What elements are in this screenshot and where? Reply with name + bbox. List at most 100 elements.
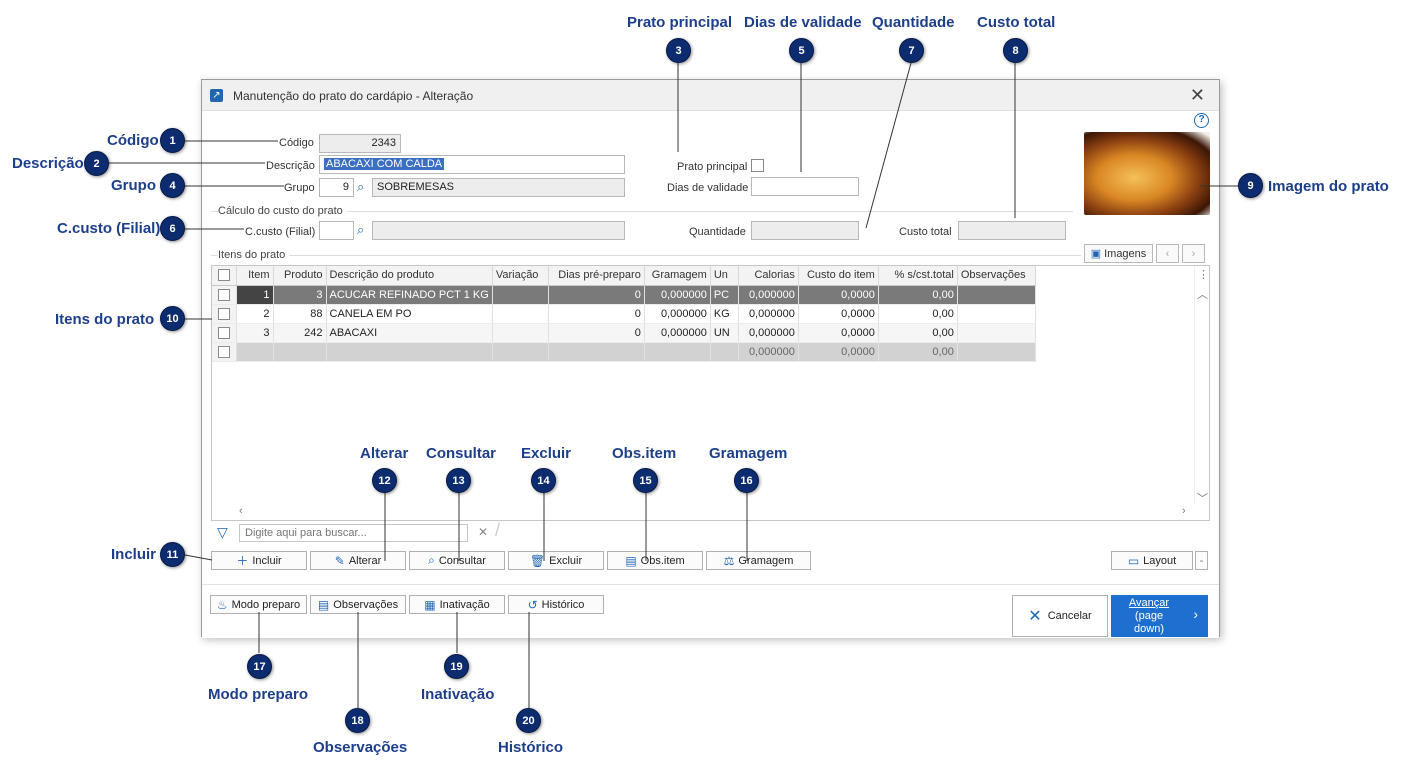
col-header-variacao[interactable]: Variação bbox=[492, 266, 549, 286]
callout-label-2: Descrição bbox=[12, 155, 84, 172]
grupo-label: Grupo bbox=[284, 182, 315, 194]
col-header-custo-item[interactable]: Custo do item bbox=[798, 266, 879, 286]
scroll-up-icon[interactable]: ︿ bbox=[1197, 289, 1208, 301]
total-item bbox=[236, 342, 274, 362]
clear-search-icon[interactable]: ✕ bbox=[478, 525, 489, 539]
history-icon: ↺ bbox=[527, 597, 538, 612]
inativacao-button[interactable]: ▦Inativação bbox=[409, 595, 505, 614]
ccusto-field[interactable] bbox=[319, 221, 354, 240]
ccusto-search-icon[interactable]: ⌕ bbox=[357, 222, 365, 237]
prev-image-button[interactable]: ‹ bbox=[1156, 244, 1179, 263]
custo-total-field bbox=[958, 221, 1066, 240]
row-checkbox[interactable] bbox=[217, 288, 230, 301]
callout-label-5: Dias de validade bbox=[744, 14, 862, 31]
calculo-divider bbox=[211, 211, 1073, 212]
row-checkbox[interactable] bbox=[217, 307, 230, 320]
total-gramagem bbox=[644, 342, 711, 362]
table-row[interactable]: 3 242 ABACAXI 0 0,000000 UN 0,000000 0,0… bbox=[212, 323, 1036, 343]
horizontal-scrollbar[interactable]: ‹ › bbox=[212, 505, 1209, 520]
total-dias bbox=[548, 342, 645, 362]
descricao-field[interactable]: ABACAXI COM CALDA bbox=[319, 155, 625, 174]
col-header-item[interactable]: Item bbox=[236, 266, 274, 286]
incluir-button[interactable]: ＋Incluir bbox=[211, 551, 307, 570]
historico-button[interactable]: ↺Histórico bbox=[508, 595, 604, 614]
scroll-left-icon[interactable]: ‹ bbox=[239, 505, 243, 517]
grupo-search-icon[interactable]: ⌕ bbox=[357, 179, 365, 194]
col-header-observacoes[interactable]: Observações bbox=[957, 266, 1036, 286]
scroll-right-icon[interactable]: › bbox=[1182, 505, 1186, 517]
row-select-cell[interactable] bbox=[212, 304, 237, 324]
excluir-button[interactable]: 🗑Excluir bbox=[508, 551, 604, 570]
col-header-produto[interactable]: Produto bbox=[273, 266, 327, 286]
callout-label-15: Obs.item bbox=[612, 445, 677, 462]
descricao-value: ABACAXI COM CALDA bbox=[324, 158, 445, 170]
callout-label-9: Imagem do prato bbox=[1268, 178, 1389, 195]
col-header-gramagem[interactable]: Gramagem bbox=[644, 266, 711, 286]
col-header-un[interactable]: Un bbox=[710, 266, 739, 286]
help-icon[interactable]: ? bbox=[1194, 113, 1209, 128]
table-row[interactable]: 1 3 ACUCAR REFINADO PCT 1 KG 0 0,000000 … bbox=[212, 285, 1036, 305]
trash-icon: 🗑 bbox=[529, 553, 546, 568]
cell-custo-item: 0,0000 bbox=[798, 323, 879, 343]
dish-maintenance-window: ↗ Manutenção do prato do cardápio - Alte… bbox=[201, 79, 1220, 638]
consultar-label: Consultar bbox=[438, 554, 486, 567]
select-all-header[interactable] bbox=[212, 266, 237, 286]
next-image-button[interactable]: › bbox=[1182, 244, 1205, 263]
col-header-dias-pre-preparo[interactable]: Dias pré-preparo bbox=[548, 266, 645, 286]
total-produto bbox=[273, 342, 327, 362]
prato-principal-checkbox[interactable] bbox=[751, 159, 764, 172]
cell-descricao: CANELA EM PO bbox=[326, 304, 493, 324]
callout-label-13: Consultar bbox=[426, 445, 497, 462]
cell-item: 2 bbox=[236, 304, 274, 324]
select-all-checkbox[interactable] bbox=[217, 269, 230, 282]
consultar-button[interactable]: ⌕Consultar bbox=[409, 551, 505, 570]
dias-validade-field[interactable] bbox=[751, 177, 859, 196]
scroll-down-icon[interactable]: ﹀ bbox=[1197, 493, 1208, 505]
chevron-right-icon: › bbox=[1191, 247, 1196, 260]
cell-descricao: ACUCAR REFINADO PCT 1 KG bbox=[326, 285, 493, 305]
grid-options-icon[interactable]: ⋮ bbox=[1198, 269, 1209, 281]
col-header-perc-custo-total[interactable]: % s/cst.total bbox=[878, 266, 958, 286]
filter-icon[interactable]: ▽ bbox=[217, 524, 228, 540]
observacoes-button[interactable]: ▤Observações bbox=[310, 595, 406, 614]
historico-label: Histórico bbox=[541, 598, 585, 611]
row-checkbox[interactable] bbox=[217, 326, 230, 339]
callout-badge-15: 15 bbox=[633, 468, 658, 493]
table-row[interactable]: 2 88 CANELA EM PO 0 0,000000 KG 0,000000… bbox=[212, 304, 1036, 324]
next-button[interactable]: Avançar (page down) › bbox=[1111, 595, 1208, 637]
row-select-cell[interactable] bbox=[212, 285, 237, 305]
layout-dropdown-button[interactable]: - bbox=[1195, 551, 1208, 570]
row-select-cell[interactable] bbox=[212, 323, 237, 343]
document-icon: ▤ bbox=[625, 553, 637, 568]
next-label: Avançar bbox=[1128, 596, 1170, 609]
col-header-calorias[interactable]: Calorias bbox=[738, 266, 799, 286]
obs-item-button[interactable]: ▤Obs.item bbox=[607, 551, 703, 570]
row-select-cell[interactable] bbox=[212, 342, 237, 362]
itens-divider bbox=[211, 255, 1081, 256]
codigo-field: 2343 bbox=[319, 134, 401, 153]
cancel-button[interactable]: ✕ Cancelar bbox=[1012, 595, 1108, 637]
modo-preparo-button[interactable]: ♨Modo preparo bbox=[210, 595, 307, 614]
callout-badge-7: 7 bbox=[899, 38, 924, 63]
items-grid[interactable]: Item Produto Descrição do produto Variaç… bbox=[211, 265, 1210, 521]
alterar-button[interactable]: ✎Alterar bbox=[310, 551, 406, 570]
grupo-code-field[interactable]: 9 bbox=[319, 178, 354, 197]
row-checkbox[interactable] bbox=[217, 345, 230, 358]
callout-badge-20: 20 bbox=[516, 708, 541, 733]
total-observacoes bbox=[957, 342, 1036, 362]
edit-icon: ✎ bbox=[334, 553, 345, 568]
col-header-descricao[interactable]: Descrição do produto bbox=[326, 266, 493, 286]
search-icon: ⌕ bbox=[428, 553, 435, 567]
imagens-button[interactable]: ▣ Imagens bbox=[1084, 244, 1153, 263]
vertical-scrollbar[interactable]: ⋮ ︿ ﹀ bbox=[1194, 266, 1209, 520]
callout-badge-19: 19 bbox=[444, 654, 469, 679]
cell-observacoes bbox=[957, 323, 1036, 343]
dish-image[interactable] bbox=[1084, 132, 1210, 215]
layout-button[interactable]: ▭Layout bbox=[1111, 551, 1193, 570]
close-icon[interactable]: ✕ bbox=[1189, 85, 1205, 105]
total-descricao bbox=[326, 342, 493, 362]
callout-badge-2: 2 bbox=[84, 151, 109, 176]
cell-perc-custo-total: 0,00 bbox=[878, 285, 958, 305]
search-input[interactable] bbox=[239, 524, 468, 542]
gramagem-button[interactable]: ⚖Gramagem bbox=[706, 551, 811, 570]
